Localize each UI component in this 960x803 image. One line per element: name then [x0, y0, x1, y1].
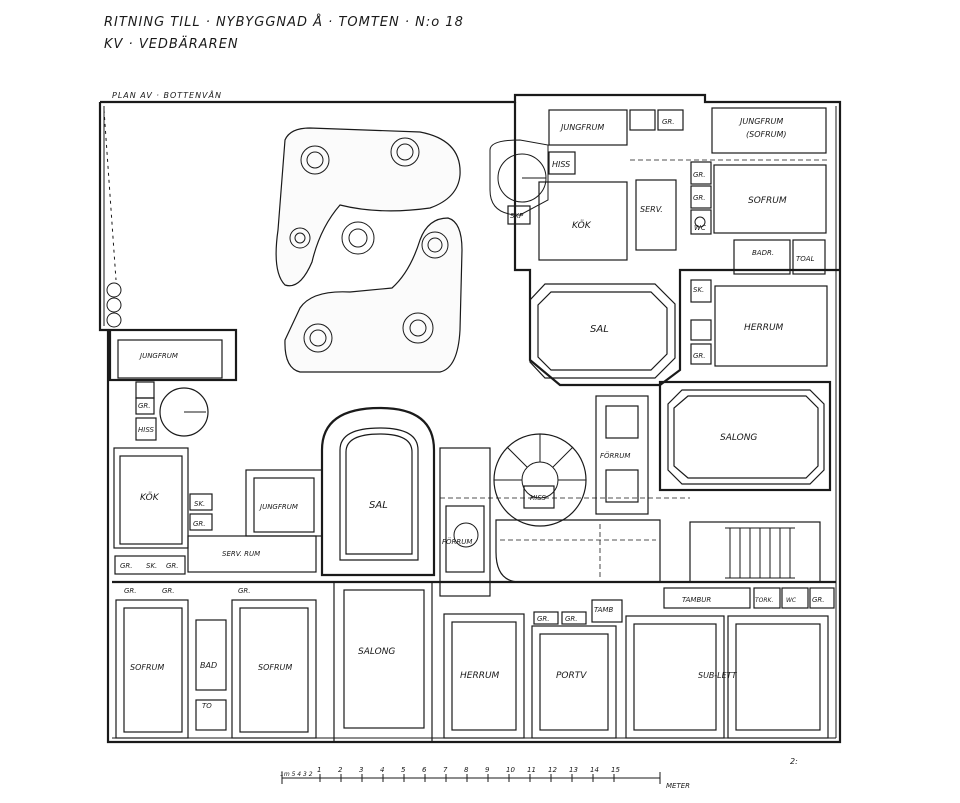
- room-gr-b3: GR.: [238, 587, 251, 595]
- scale-tick-label: 10: [506, 766, 515, 774]
- room-gr-left3: GR.: [120, 562, 133, 570]
- room-gr-b2: GR.: [162, 587, 175, 595]
- room-gr-r2: GR.: [693, 194, 706, 202]
- courtyard-garden: [103, 109, 463, 373]
- scale-tick-label: 14: [590, 766, 599, 774]
- room-jungfru-top: JUNGFRUM: [559, 123, 604, 132]
- scale-tick-label: 5: [401, 766, 406, 774]
- scale-tick-label: 4: [380, 766, 384, 774]
- room-tambur-b: TAMBUR: [682, 596, 711, 604]
- room-sal-top: SAL: [590, 324, 609, 335]
- room-kok-left: KÖK: [140, 492, 160, 503]
- room-bad-b: BAD: [200, 661, 217, 670]
- room-forrum-mid: FÖRRUM: [442, 537, 472, 546]
- room-sal-mid: SAL: [369, 500, 388, 511]
- room-labels: JUNGFRUM GR. JUNGFRUM (SOFRUM) HISS KÖK …: [120, 117, 825, 710]
- scale-unit: METER: [666, 782, 690, 790]
- room-gr-b4: GR.: [537, 615, 550, 623]
- scale-tick-label: 11: [527, 766, 536, 774]
- room-sk-r: SK.: [693, 286, 704, 294]
- scale-tick-label: 6: [422, 766, 427, 774]
- room-badr: BADR.: [752, 249, 774, 257]
- room-portv: PORTV: [556, 671, 587, 681]
- room-skp: SKP: [510, 212, 524, 220]
- room-serv-top: SERV.: [640, 205, 663, 214]
- room-toal: TOAL: [796, 255, 815, 263]
- room-tamb: TAMB: [594, 606, 613, 614]
- plan-subtitle: PLAN AV · BOTTENVÅN: [112, 89, 222, 100]
- scale-tick-label: 12: [548, 766, 557, 774]
- room-forrum-r: FÖRRUM: [600, 451, 630, 460]
- room-jungfru-left: JUNGFRUM: [138, 352, 178, 360]
- room-sofrum-r: SOFRUM: [748, 196, 787, 206]
- scale-tick-label: 13: [569, 766, 578, 774]
- scale-tick-label: 7: [443, 766, 448, 774]
- room-kok-top: KÖK: [572, 220, 592, 231]
- room-sublett: SUB-LETT: [698, 671, 738, 680]
- room-jungfru-sofrum-a: JUNGFRUM: [738, 117, 783, 126]
- room-hiss-top: HISS: [552, 160, 570, 169]
- scale-tick-label: 3: [359, 766, 363, 774]
- room-wc-b: WC: [786, 597, 797, 604]
- room-tork: TORK.: [755, 597, 773, 604]
- room-hiss-mid: HISS: [530, 494, 547, 502]
- scale-tick-label: 2: [338, 766, 343, 774]
- room-gr-b6: GR.: [812, 596, 825, 604]
- room-sofrum-b1: SOFRUM: [130, 663, 164, 672]
- bottom-row: [112, 580, 836, 739]
- scale-tick-label: 1: [317, 766, 321, 774]
- scale-tick-label: 9: [485, 766, 490, 774]
- scale-leading: 1m 5 4 3 2: [280, 771, 313, 778]
- plan-title-line1: RITNING TILL · NYBYGGNAD Å · TOMTEN · N:…: [104, 14, 464, 30]
- room-herrum-b: HERRUM: [460, 671, 500, 681]
- room-sk-left: SK.: [194, 500, 205, 508]
- scale-tick-label: 8: [464, 766, 469, 774]
- room-to-b: TO: [202, 702, 212, 710]
- room-jungfru-mid: JUNGFRUM: [258, 503, 298, 511]
- room-gr-b5: GR.: [565, 615, 578, 623]
- room-gr-left1: GR.: [138, 402, 151, 410]
- room-hiss-left: HISS: [138, 426, 155, 434]
- room-gr-left4: GR.: [166, 562, 179, 570]
- room-salong-r: SALONG: [720, 433, 757, 443]
- room-sk-left2: SK.: [146, 562, 157, 570]
- upper-right-wing: [489, 102, 840, 387]
- outer-walls: [98, 93, 842, 744]
- room-gr-r3: GR.: [693, 352, 706, 360]
- room-salong-b: SALONG: [358, 647, 395, 657]
- room-wc-r: WC: [694, 224, 706, 232]
- room-jungfru-sofrum-b: (SOFRUM): [746, 130, 787, 139]
- plan-title-line2: KV · VEDBÄRAREN: [104, 36, 239, 52]
- central-block: [320, 380, 832, 743]
- scale-tick-label: 15: [611, 766, 620, 774]
- room-gr-left2: GR.: [193, 520, 206, 528]
- room-gr-b1: GR.: [124, 587, 137, 595]
- room-herrum-r: HERRUM: [744, 323, 784, 333]
- left-wing: [108, 328, 323, 575]
- room-serv-rum: SERV. RUM: [222, 550, 260, 558]
- scale-note: 2:: [790, 757, 798, 766]
- room-gr-top1: GR.: [662, 118, 675, 126]
- room-sofrum-b2: SOFRUM: [258, 663, 292, 672]
- room-gr-r1: GR.: [693, 171, 706, 179]
